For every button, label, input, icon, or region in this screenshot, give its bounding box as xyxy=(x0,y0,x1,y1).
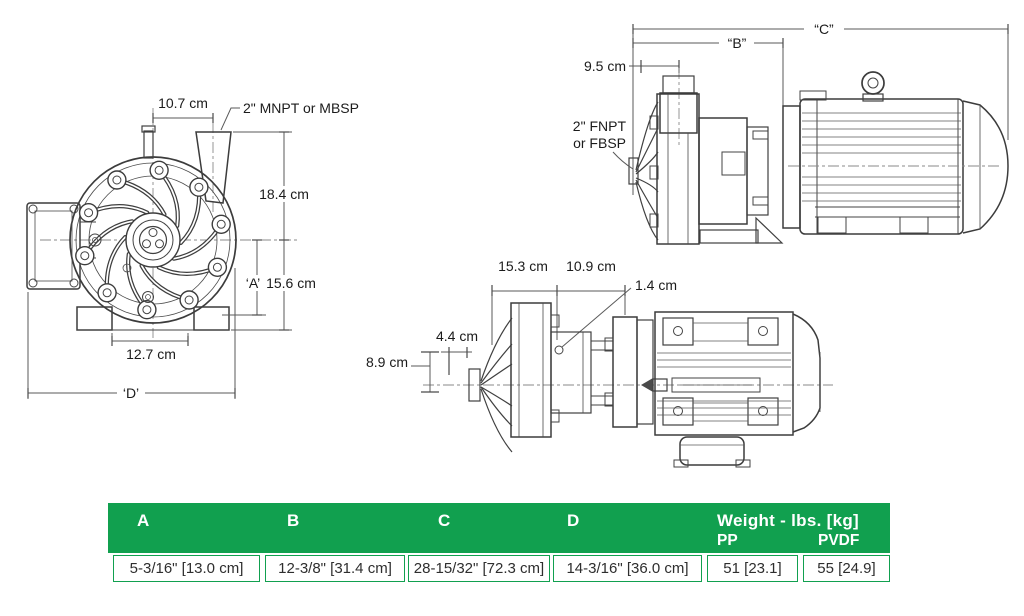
front-dim-port-offset-label: 10.7 cm xyxy=(158,95,208,111)
side-dim-b-label: “B” xyxy=(728,35,747,51)
value-a: 5-3/16" [13.0 cm] xyxy=(113,555,260,582)
top-dim-hole-label: 1.4 cm xyxy=(635,277,677,293)
value-weight-pp: 51 [23.1] xyxy=(707,555,798,582)
front-dim-top-height-label: 18.4 cm xyxy=(259,186,309,202)
top-dim-inlet-height-label: 8.9 cm xyxy=(366,354,408,370)
drawings-svg: 10.7 cm 2" MNPT or MBSP 18.4 cm ‘A’ 15.6… xyxy=(26,21,1009,468)
col-subheader-pp: PP xyxy=(717,532,738,549)
top-view-drawing: 15.3 cm 10.9 cm 1.4 cm 4.4 cm 8.9 cm xyxy=(366,258,833,468)
col-header-d: D xyxy=(567,511,580,530)
col-header-b: B xyxy=(287,511,300,530)
top-dim-head-length-label: 15.3 cm xyxy=(498,258,548,274)
front-dim-feet-span-label: 12.7 cm xyxy=(126,346,176,362)
value-c: 28-15/32" [72.3 cm] xyxy=(408,555,550,582)
side-dim-inlet-offset-label: 9.5 cm xyxy=(584,58,626,74)
front-dim-bottom-height-label: 15.6 cm xyxy=(266,275,316,291)
front-dim-d-label: ‘D’ xyxy=(123,385,139,401)
top-dim-adapter-length-label: 10.9 cm xyxy=(566,258,616,274)
front-port-label: 2" MNPT or MBSP xyxy=(243,100,359,116)
value-b: 12-3/8" [31.4 cm] xyxy=(265,555,405,582)
value-d: 14-3/16" [36.0 cm] xyxy=(553,555,702,582)
front-dim-a-label: ‘A’ xyxy=(246,275,261,291)
col-subheader-pvdf: PVDF xyxy=(818,532,860,549)
col-header-weight: Weight - lbs. [kg] xyxy=(717,511,860,530)
side-dim-c-label: “C” xyxy=(814,21,834,37)
value-weight-pvdf: 55 [24.9] xyxy=(803,555,890,582)
col-header-c: C xyxy=(438,511,451,530)
dimensions-table: A B C D Weight - lbs. [kg] PP PVDF 5-3/1… xyxy=(108,503,890,587)
front-view-drawing: 10.7 cm 2" MNPT or MBSP 18.4 cm ‘A’ 15.6… xyxy=(26,95,359,401)
table-data-row: 5-3/16" [13.0 cm] 12-3/8" [31.4 cm] 28-1… xyxy=(108,555,890,583)
col-header-a: A xyxy=(137,511,150,530)
side-port-label-line2: or FBSP xyxy=(573,135,626,151)
side-view-drawing: “C” “B” 9.5 cm 2" FNPT or FBSP xyxy=(573,21,1009,245)
side-port-label-line1: 2" FNPT xyxy=(573,118,627,134)
top-dim-inlet-depth-label: 4.4 cm xyxy=(436,328,478,344)
table-header: A B C D Weight - lbs. [kg] PP PVDF xyxy=(108,503,890,553)
